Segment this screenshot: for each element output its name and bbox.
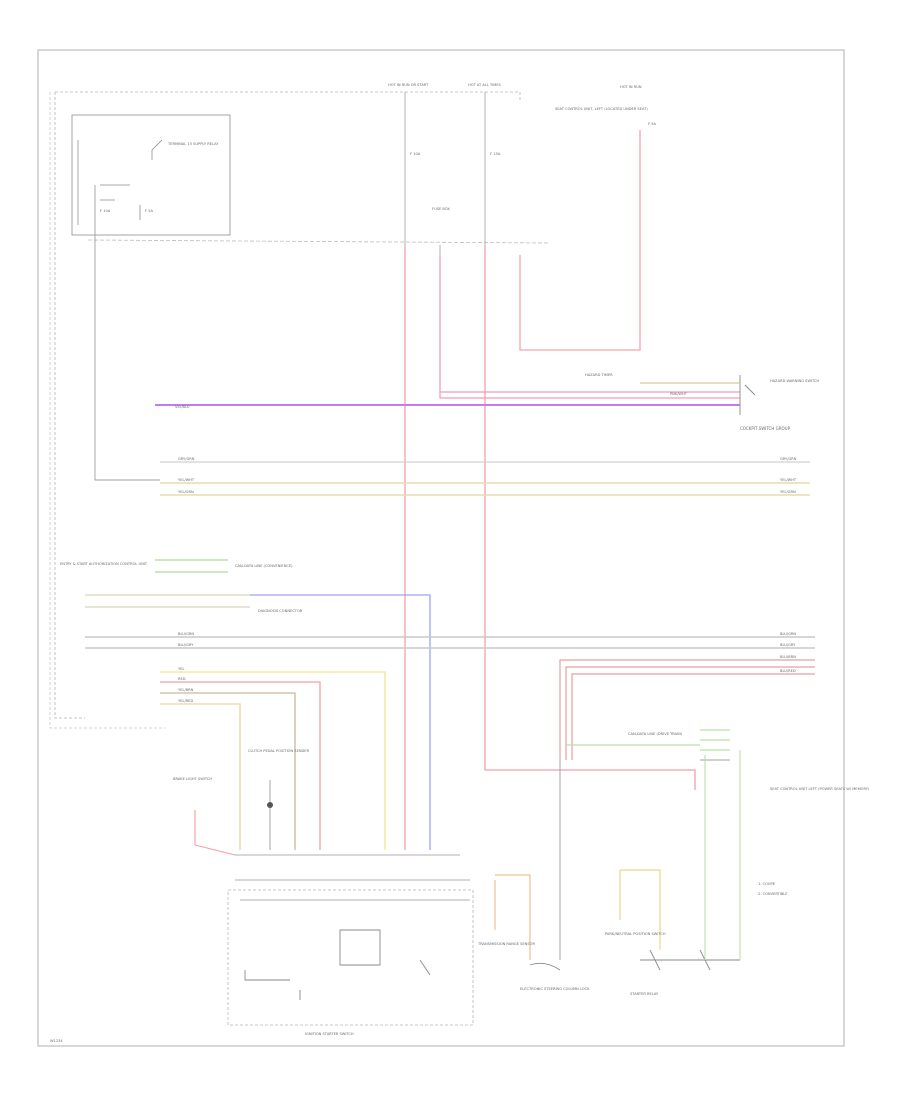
relay-label: TERMINAL 15 SUPPLY RELAY — [167, 142, 219, 146]
wire-yellow — [160, 671, 386, 850]
module-frame-dashed — [54, 91, 521, 719]
can2-label: CAN-DATA LINE (DRIVE TRAIN) — [628, 732, 683, 736]
cockpit-group-label: COCKPIT SWITCH GROUP — [740, 426, 791, 431]
terminal-relay-box — [71, 114, 231, 236]
ignition-switch-box — [227, 889, 474, 1026]
wire-gray-bus — [85, 636, 815, 649]
wire-label-blu-brn: BLU/BRN — [780, 655, 796, 659]
wire-tan — [160, 703, 241, 850]
wire-red-lower — [160, 681, 321, 850]
wire-label-blu-gry: BLU/GRY — [178, 643, 194, 647]
violet-label: VIO/BLU — [175, 405, 190, 409]
wire-label-yel: YEL — [178, 667, 184, 671]
wire-yellow-park — [619, 869, 661, 950]
wire-label-yel-wht-r: YEL/WHT — [780, 478, 797, 482]
diagram-border — [37, 49, 845, 1047]
starter-relay-label: STARTER RELAY — [630, 992, 659, 996]
wire-label-gry-grn: GRY/GRN — [178, 457, 195, 461]
cockpit-switch-symbol — [739, 375, 756, 415]
wire-brown — [160, 692, 296, 850]
wire-pink-loop — [519, 130, 641, 351]
fuse-a-label: F 10A — [410, 152, 421, 156]
wire-label-blu-red: BLU/RED — [780, 669, 796, 673]
starter-relay-symbol — [640, 949, 740, 971]
supply-lines — [404, 92, 486, 255]
relay-switch-symbol — [100, 139, 163, 220]
motor-symbol — [529, 962, 561, 971]
clutch-label: CLUTCH PEDAL POSITION SENDER — [248, 749, 310, 753]
wire-blue — [250, 594, 431, 850]
wire-label-gry-grn-r: GRY/GRN — [780, 457, 797, 461]
seat-ctrl-label: SEAT CONTROL UNIT, LEFT (LOCATED UNDER S… — [555, 107, 648, 111]
wire-orange-trans — [494, 874, 531, 960]
cockpit-input-label: HAZARD TIMER — [585, 373, 613, 377]
left-block-label: ENTRY & START AUTHORIZATION CONTROL UNIT — [60, 562, 148, 566]
wire-red-bundle-right — [559, 659, 815, 760]
wire-label-yel-red: YEL/RED — [178, 699, 193, 703]
fuse-c-label: F 5A — [648, 122, 656, 126]
wire-label-blu-grn: BLU/GRN — [178, 632, 194, 636]
module-frame-outer — [49, 92, 165, 729]
relay-wiring — [77, 140, 160, 481]
wire-label-blu-gry-r: BLU/GRY — [780, 643, 796, 647]
fuse-box-label: FUSE BOX — [432, 207, 450, 211]
ignition-switch-symbol — [244, 929, 431, 1000]
diag-connector-label: DIAGNOSIS CONNECTOR — [258, 609, 303, 613]
starter-relay-wires — [704, 750, 741, 960]
fuse-label-hot: HOT IN RUN — [620, 85, 642, 89]
fuse-b-label: F 15A — [490, 152, 501, 156]
wire-label-yel-brn: YEL/BRN — [178, 688, 194, 692]
relay-fuse-2: F 5A — [145, 209, 153, 213]
cockpit-wire-1: PNK/WHT — [670, 392, 688, 396]
can-label: CAN-DATA LINE (CONVENIENCE) — [235, 564, 293, 568]
wire-yellow-pair — [160, 482, 810, 496]
brake-label: BRAKE LIGHT SWITCH — [173, 777, 212, 781]
park-label: PARK/NEUTRAL POSITION SWITCH — [605, 932, 666, 936]
wire-green-seat — [565, 729, 730, 751]
wire-label-blu-grn-r: BLU/GRN — [780, 632, 796, 636]
ignition-label: IGNITION STARTER SWITCH — [305, 1032, 354, 1036]
fuse-label-run-left: HOT IN RUN OR START — [388, 83, 429, 87]
clutch-sender — [267, 802, 273, 808]
wire-label-yel-grn: YEL/GRN — [178, 490, 194, 494]
lower-harness — [235, 854, 470, 901]
wire-label-yel-wht: YEL/WHT — [178, 478, 195, 482]
fuse-box-frame — [87, 239, 551, 244]
cockpit-switch-label: HAZARD WARNING SWITCH — [770, 379, 820, 383]
footer-code: W1234 — [50, 1039, 63, 1043]
relay-fuse-1: F 10A — [100, 209, 111, 213]
wire-green-can — [155, 559, 228, 573]
wire-label-yel-grn-r: YEL/GRN — [780, 490, 796, 494]
elec-lock-label: ELECTRONIC STEERING COLUMN LOCK — [520, 987, 590, 991]
fuse-label-run-right: HOT AT ALL TIMES — [468, 83, 502, 87]
seat-unit-label: SEAT CONTROL UNIT LEFT (POWER SEATS W/ M… — [770, 787, 870, 791]
wire-red-main — [404, 245, 696, 850]
trans-label: TRANSMISSION RANGE SENSOR — [477, 942, 535, 946]
legend-convertible: 2. CONVERTIBLE — [758, 892, 788, 896]
wire-brake — [194, 810, 236, 856]
wire-label-red: RED — [178, 677, 186, 681]
wire-pink-cockpit — [439, 255, 740, 399]
wire-brake-input — [85, 594, 250, 608]
legend-coupe: 1. COUPE — [758, 882, 776, 886]
